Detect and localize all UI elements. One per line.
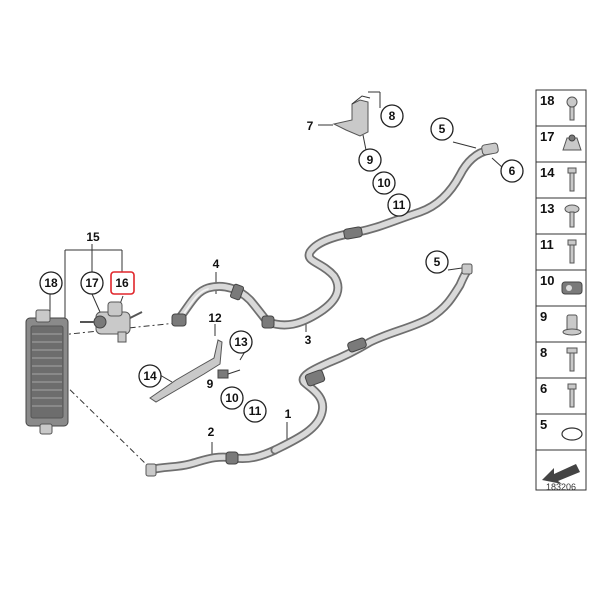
- oil-cooler: [25, 309, 69, 435]
- reference-number: 183206: [546, 482, 576, 492]
- lower-bracket: [149, 339, 241, 403]
- thermostat-valve: [80, 301, 143, 343]
- part-10-icon: [561, 281, 583, 295]
- parts-panel-number: 11: [540, 237, 554, 252]
- part-9-icon: [562, 314, 582, 336]
- parts-panel-row-14[interactable]: 14: [535, 161, 587, 199]
- parts-panel-row-5[interactable]: 5: [535, 413, 587, 451]
- callout-8[interactable]: 8: [380, 104, 404, 128]
- svg-text:14: 14: [143, 369, 157, 383]
- callout-5-upper[interactable]: 5: [430, 117, 454, 141]
- callout-18[interactable]: 18: [39, 271, 63, 295]
- callout-11-upper[interactable]: 11: [387, 193, 411, 217]
- parts-panel-number: 5: [540, 417, 547, 432]
- svg-text:11: 11: [249, 404, 262, 418]
- svg-text:10: 10: [377, 176, 391, 190]
- part-17-icon: [562, 134, 582, 151]
- svg-text:5: 5: [439, 122, 446, 136]
- parts-panel-number: 17: [540, 129, 554, 144]
- parts-panel-number: 13: [540, 201, 554, 216]
- parts-panel-row-8[interactable]: 8: [535, 341, 587, 379]
- svg-text:18: 18: [44, 276, 58, 290]
- callout-6[interactable]: 6: [500, 159, 524, 183]
- pipe-fittings: [145, 142, 499, 477]
- parts-panel-number: 10: [540, 273, 554, 288]
- svg-text:13: 13: [234, 335, 248, 349]
- svg-text:6: 6: [509, 164, 516, 178]
- svg-text:16: 16: [115, 276, 129, 290]
- parts-panel-row-13[interactable]: 13: [535, 197, 587, 235]
- svg-text:8: 8: [389, 109, 396, 123]
- svg-text:9: 9: [367, 153, 374, 167]
- parts-panel-row-10[interactable]: 10: [535, 269, 587, 307]
- part-6-icon: [567, 383, 577, 408]
- parts-panel-row-9[interactable]: 9: [535, 305, 587, 343]
- part-18-icon: [566, 96, 578, 121]
- parts-panel-row-17[interactable]: 17: [535, 125, 587, 163]
- callout-11-lower[interactable]: 11: [243, 399, 267, 423]
- parts-panel-row-18[interactable]: 18: [535, 89, 587, 127]
- part-14-icon: [567, 167, 577, 192]
- callout-14[interactable]: 14: [138, 364, 162, 388]
- label-3[interactable]: 3: [305, 333, 312, 347]
- callout-10-lower[interactable]: 10: [220, 386, 244, 410]
- parts-panel-row-11[interactable]: 11: [535, 233, 587, 271]
- label-15[interactable]: 15: [86, 230, 100, 244]
- svg-text:11: 11: [393, 198, 406, 212]
- callout-13[interactable]: 13: [229, 330, 253, 354]
- parts-panel-number: 9: [540, 309, 547, 324]
- part-5-icon: [561, 427, 583, 441]
- label-4[interactable]: 4: [213, 257, 220, 271]
- parts-panel-row-6[interactable]: 6: [535, 377, 587, 415]
- label-9-lower[interactable]: 9: [207, 377, 214, 391]
- callout-5-lower[interactable]: 5: [425, 250, 449, 274]
- label-1[interactable]: 1: [285, 407, 292, 421]
- parts-panel-arrow: [535, 449, 587, 491]
- label-7[interactable]: 7: [307, 119, 314, 133]
- arrow-symbol-icon: [542, 464, 580, 484]
- part-11-icon: [567, 239, 577, 264]
- part-8-icon: [566, 347, 578, 372]
- callout-17[interactable]: 17: [80, 271, 104, 295]
- callout-9-upper[interactable]: 9: [358, 148, 382, 172]
- parts-panel: 18 17 14 13 11 10 9 8 6 5: [535, 89, 587, 491]
- parts-panel-number: 6: [540, 381, 547, 396]
- part-13-icon: [564, 204, 580, 228]
- svg-text:17: 17: [85, 276, 99, 290]
- svg-text:5: 5: [434, 255, 441, 269]
- svg-text:10: 10: [225, 391, 239, 405]
- callout-10-upper[interactable]: 10: [372, 171, 396, 195]
- upper-bracket: [332, 95, 371, 137]
- parts-panel-number: 18: [540, 93, 554, 108]
- parts-panel-number: 8: [540, 345, 547, 360]
- parts-panel-number: 14: [540, 165, 555, 180]
- label-2[interactable]: 2: [208, 425, 215, 439]
- label-12[interactable]: 12: [208, 311, 222, 325]
- callout-16[interactable]: 16: [110, 271, 135, 295]
- pipes: [145, 145, 495, 475]
